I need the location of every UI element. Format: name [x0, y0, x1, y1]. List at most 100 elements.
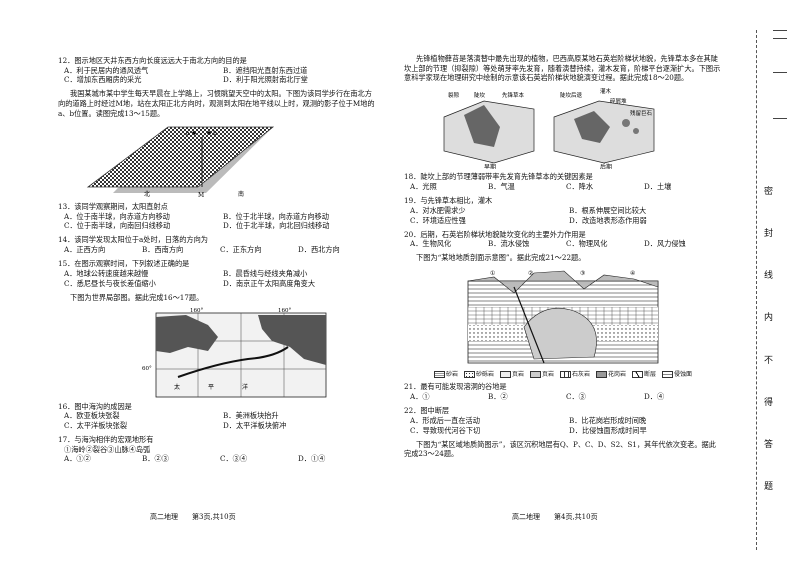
valley-3-label: ③: [580, 270, 585, 277]
seal-char: 线: [764, 271, 774, 282]
label-debris: 碎屑堆: [610, 97, 627, 105]
question-12: 12．图示地区天井东西方向长度远远大于南北方向的目的是 A．利于民居内的通风透气…: [58, 56, 376, 85]
label-scarp: 陡坎: [474, 91, 486, 99]
world-map-diagram: 160° 160° 60° 太 平 洋: [142, 308, 327, 397]
label-early: 早期: [484, 163, 496, 169]
question-14: 14．该同学发现太阳位于a处时，日落的方向为 A．正西方向 B．西南方向 C．正…: [58, 235, 376, 254]
option-c: C．正东方向: [220, 245, 262, 255]
intro-18-20: 先锋植物藓苔是落演替中最先出现的植物，巴西高原某地石英岩阶梯状地貌，先锋草本多在…: [404, 54, 721, 83]
option-d: D．土壤: [644, 182, 672, 192]
option-c: C．降水: [566, 182, 594, 192]
seal-char: 得: [764, 397, 774, 408]
label-late: 后期: [600, 163, 612, 169]
sky-label: 天空: [196, 123, 208, 124]
option-b: B．位于北半球，向赤道方向移动: [223, 211, 329, 221]
option-a: A．①: [410, 392, 430, 402]
intro-16-17: 下图为世界局部图。据此完成16～17题。: [70, 292, 204, 302]
legend-item: 侵蚀面: [662, 371, 692, 379]
question-17: 17．与海沟相伴的宏观地形有 ①海岭②裂谷③山脉④岛弧 A．①② B．②③ C．…: [58, 435, 376, 464]
question-13: 13．该同学观察期间，太阳直射点 A．位于南半球，向赤道方向移动 B．位于北半球…: [58, 202, 376, 231]
label-pioneer: 先锋草本: [502, 91, 525, 99]
seal-char: 密: [764, 187, 774, 197]
question-20: 20．后期，石英岩阶梯状地貌陡坎变化的主要外力作用是 A．生物风化 B．流水侵蚀…: [404, 230, 722, 249]
figure-geologic-section: ① ② ③ ④ 砂岩 砂砾岩 页岩 页岩 石灰岩 花岗岩 断层 侵蚀面: [404, 267, 722, 379]
question-stem: 20．后期，石英岩阶梯状地貌陡坎变化的主要外力作用是: [404, 229, 586, 239]
legend-item: 页岩: [529, 371, 554, 379]
option-d: D．④: [644, 392, 665, 402]
legend-item: 花岗岩: [596, 371, 626, 379]
option-b: B．晨昏线与经线夹角减小: [223, 268, 308, 278]
seal-char: 不: [764, 355, 774, 366]
label-scarp-retreat: 陡坎后退: [560, 91, 583, 99]
label-shrub: 灌木: [600, 87, 612, 95]
question-stem: 12．图示地区天井东西方向长度远远大于南北方向的目的是: [58, 56, 247, 65]
option-b: B．气温: [488, 182, 515, 192]
question-stem: 22．图中断层: [404, 406, 450, 416]
figure-world-map: 160° 160° 60° 太 平 洋: [58, 307, 376, 399]
option-d: D．①④: [298, 454, 326, 464]
south-label: 南: [238, 190, 244, 198]
question-stem: 13．该同学观察期间，太阳直射点: [58, 201, 168, 211]
legend-item: 砂砾岩: [463, 371, 494, 379]
legend-item: 石灰岩: [560, 371, 590, 379]
north-label: 北: [144, 190, 150, 198]
legend-item: 砂岩: [433, 371, 458, 379]
intro-21-22: 下图为“某地地质剖面示意图”。据此完成21～22题。: [416, 253, 586, 263]
question-22: 22．图中断层 A．形成后一直在活动 B．比花岗岩形成时间晚 C．导致现代河谷下…: [404, 406, 722, 435]
option-d: D．利于阳光照射南北厅堂: [223, 75, 308, 85]
label-fissure: 裂隙: [448, 91, 460, 99]
question-stem: 14．该同学发现太阳位于a处时，日落的方向为: [58, 235, 208, 245]
option-a: A．对水肥需求少: [410, 205, 466, 215]
option-c: C．悉尼昼长与夜长差值缩小: [64, 278, 156, 288]
option-d: D．比侵蚀面形成时间早: [569, 425, 647, 435]
option-a: A．①②: [64, 454, 91, 464]
option-d: D．西北方向: [298, 245, 340, 255]
option-a: A．欧亚板块张裂: [64, 411, 120, 421]
label-residual: 残留巨石: [630, 109, 653, 117]
option-b: B．②③: [142, 454, 169, 464]
lon-label-2: 160°: [278, 308, 291, 314]
geologic-legend: 砂岩 砂砾岩 页岩 页岩 石灰岩 花岗岩 断层 侵蚀面: [404, 371, 722, 379]
seal-line: [756, 30, 757, 550]
question-21: 21．最有可能发现溶洞的谷地是 A．① B．② C．③ D．④: [404, 382, 722, 401]
legend-item: 页岩: [499, 371, 524, 379]
option-a: A．正西方向: [64, 245, 106, 255]
option-a: A．位于南半球，向赤道方向移动: [64, 211, 170, 221]
sun-shadow-diagram: 天空 a b 北 M 南: [86, 116, 275, 199]
option-b: B．比花岗岩形成时间晚: [569, 415, 647, 425]
question-stem: 19．与先锋草本相比，灌木: [404, 196, 493, 206]
question-stem: 15．在图示观察时间，下列叙述正确的是: [58, 259, 190, 269]
landform-evolution-diagram: 裂隙 陡坎 先锋草本 陡坎后退 灌木 碎屑堆 残留巨石 早期 后期: [443, 87, 655, 171]
page-footer-left: 高二地理 第3页,共10页: [150, 513, 236, 521]
m-label: M: [198, 192, 204, 199]
point-b-label: b: [213, 130, 217, 137]
question-15: 15．在图示观察时间，下列叙述正确的是 A．地球公转速度越来越慢 B．晨昏线与经…: [58, 259, 376, 288]
point-a-label: a: [186, 130, 190, 137]
question-statements: ①海岭②裂谷③山脉④岛弧: [64, 444, 151, 454]
valley-2-label: ②: [528, 270, 533, 277]
question-18: 18．陡坎上部的节理薄弱带率先发育先锋草本的关键因素是 A．光照 B．气温 C．…: [404, 172, 722, 191]
option-b: B．根系伸展空间比较大: [569, 205, 647, 215]
option-b: B．遮挡阳光直射东西过道: [223, 65, 308, 75]
option-c: C．物理风化: [566, 239, 608, 249]
valley-4-label: ④: [630, 270, 635, 277]
option-b: B．②: [488, 392, 508, 402]
figure-landform-evolution: 裂隙 陡坎 先锋草本 陡坎后退 灌木 碎屑堆 残留巨石 早期 后期: [404, 87, 722, 171]
seal-char: 题: [764, 481, 774, 492]
option-b: B．西南方向: [142, 245, 184, 255]
intro-23-24: 下图为“某区域地质简图示”，该区沉积地层有Q、P、C、D、S2、S1，其年代依次…: [404, 439, 716, 459]
figure-sun-shadow: 天空 a b 北 M 南: [58, 116, 376, 199]
option-d: D．位于北半球，向北回归线移动: [223, 221, 330, 231]
seal-char: 内: [764, 313, 774, 324]
lat-label: 60°: [142, 366, 152, 372]
option-b: B．流水侵蚀: [488, 239, 530, 249]
option-a: A．形成后一直在活动: [410, 415, 480, 425]
seal-char: 封: [764, 229, 774, 240]
ocean-label-1: 太: [174, 383, 180, 391]
option-a: A．生物风化: [410, 239, 452, 249]
valley-1-label: ①: [490, 270, 495, 277]
question-stem: 16．图中海沟的成因是: [58, 401, 132, 411]
question-stem: 18．陡坎上部的节理薄弱带率先发育先锋草本的关键因素是: [404, 172, 593, 182]
option-d: D．改造地表形态作用弱: [569, 215, 647, 225]
